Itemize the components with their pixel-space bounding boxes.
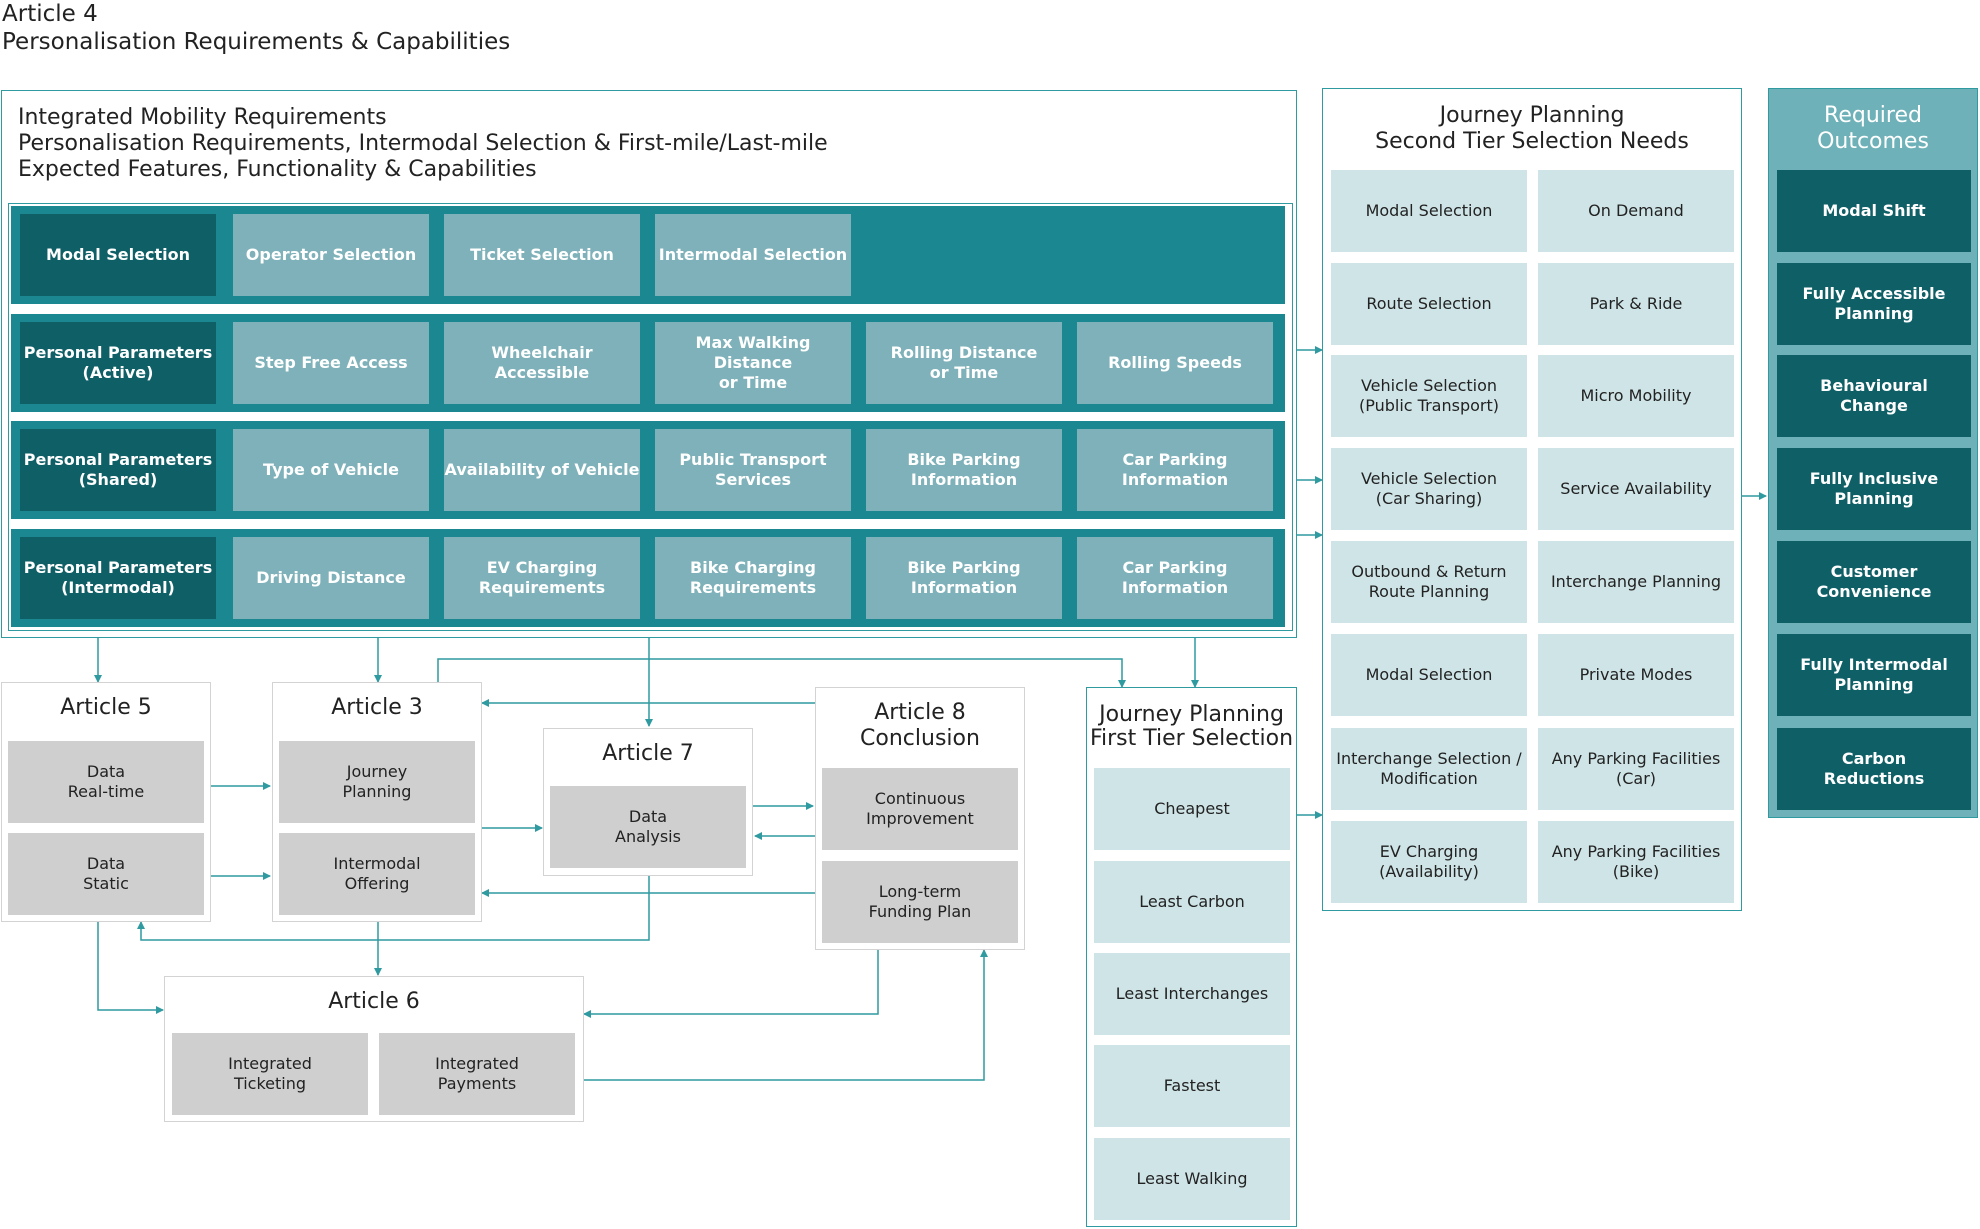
first-tier-item: Least Walking (1094, 1138, 1290, 1220)
second-tier-item: Modal Selection (1331, 170, 1527, 252)
step-free-access-box: Step Free Access (233, 322, 429, 404)
max-walking-distance-box: Max Walking Distance or Time (655, 322, 851, 404)
first-tier-heading-line1: Journey Planning (1099, 702, 1284, 727)
intermodal-offering-box: Intermodal Offering (279, 833, 475, 915)
outcome-item: Fully Intermodal Planning (1777, 634, 1971, 716)
rolling-distance-box: Rolling Distance or Time (866, 322, 1062, 404)
outcome-item: Modal Shift (1777, 170, 1971, 252)
continuous-improvement-box: Continuous Improvement (822, 768, 1018, 850)
integrated-heading-line1: Integrated Mobility Requirements (18, 105, 387, 130)
data-static-box: Data Static (8, 833, 204, 915)
article-3-title: Article 3 (331, 695, 423, 720)
first-tier-item: Fastest (1094, 1045, 1290, 1127)
second-tier-item: Park & Ride (1538, 263, 1734, 345)
ticket-selection-box: Ticket Selection (444, 214, 640, 296)
journey-planning-box: Journey Planning (279, 741, 475, 823)
availability-of-vehicle-box: Availability of Vehicle (444, 429, 640, 511)
car-parking-information-box-2: Car Parking Information (1077, 537, 1273, 619)
page-subtitle: Personalisation Requirements & Capabilit… (2, 29, 511, 55)
row-label-shared: Personal Parameters (Shared) (20, 429, 216, 511)
second-tier-item: Outbound & Return Route Planning (1331, 541, 1527, 623)
second-tier-item: Any Parking Facilities (Car) (1538, 728, 1734, 810)
intermodal-selection-box: Intermodal Selection (655, 214, 851, 296)
row-label-modal-selection: Modal Selection (20, 214, 216, 296)
outcome-item: Fully Inclusive Planning (1777, 448, 1971, 530)
first-tier-item: Cheapest (1094, 768, 1290, 850)
article-7-title: Article 7 (602, 741, 694, 766)
article-8-title: Article 8 Conclusion (860, 700, 980, 751)
car-parking-information-box: Car Parking Information (1077, 429, 1273, 511)
second-tier-item: Vehicle Selection (Public Transport) (1331, 355, 1527, 437)
integrated-ticketing-box: Integrated Ticketing (172, 1033, 368, 1115)
rolling-speeds-box: Rolling Speeds (1077, 322, 1273, 404)
outcome-item: Carbon Reductions (1777, 728, 1971, 810)
article-6-title: Article 6 (328, 989, 420, 1014)
bike-parking-information-box: Bike Parking Information (866, 429, 1062, 511)
integrated-payments-box: Integrated Payments (379, 1033, 575, 1115)
second-tier-item: Private Modes (1538, 634, 1734, 716)
ev-charging-requirements-box: EV Charging Requirements (444, 537, 640, 619)
operator-selection-box: Operator Selection (233, 214, 429, 296)
driving-distance-box: Driving Distance (233, 537, 429, 619)
data-realtime-box: Data Real-time (8, 741, 204, 823)
integrated-heading-line2: Personalisation Requirements, Intermodal… (18, 131, 828, 156)
outcome-item: Fully Accessible Planning (1777, 263, 1971, 345)
row-stripe-active (11, 314, 1285, 412)
row-stripe-shared (11, 421, 1285, 519)
row-label-intermodal: Personal Parameters (Intermodal) (20, 537, 216, 619)
first-tier-item: Least Carbon (1094, 861, 1290, 943)
bike-parking-information-box-2: Bike Parking Information (866, 537, 1062, 619)
outcomes-heading-line2: Outcomes (1817, 129, 1929, 154)
second-tier-heading-line2: Second Tier Selection Needs (1375, 129, 1689, 154)
row-label-active: Personal Parameters (Active) (20, 322, 216, 404)
second-tier-item: Route Selection (1331, 263, 1527, 345)
wheelchair-accessible-box: Wheelchair Accessible (444, 322, 640, 404)
outcomes-heading-line1: Required (1824, 103, 1922, 128)
long-term-funding-plan-box: Long-term Funding Plan (822, 861, 1018, 943)
second-tier-item: EV Charging (Availability) (1331, 821, 1527, 903)
second-tier-item: Micro Mobility (1538, 355, 1734, 437)
outcome-item: Customer Convenience (1777, 541, 1971, 623)
integrated-heading-line3: Expected Features, Functionality & Capab… (18, 157, 537, 182)
second-tier-item: Modal Selection (1331, 634, 1527, 716)
second-tier-heading-line1: Journey Planning (1439, 103, 1625, 128)
public-transport-services-box: Public Transport Services (655, 429, 851, 511)
row-stripe-modal (11, 206, 1285, 304)
requirements-grid (8, 203, 1293, 631)
data-analysis-box: Data Analysis (550, 786, 746, 868)
page-title: Article 4 (2, 1, 98, 27)
second-tier-item: On Demand (1538, 170, 1734, 252)
type-of-vehicle-box: Type of Vehicle (233, 429, 429, 511)
bike-charging-requirements-box: Bike Charging Requirements (655, 537, 851, 619)
article-5-title: Article 5 (60, 695, 152, 720)
row-stripe-intermodal (11, 529, 1285, 627)
second-tier-item: Interchange Selection / Modification (1331, 728, 1527, 810)
second-tier-item: Interchange Planning (1538, 541, 1734, 623)
second-tier-item: Vehicle Selection (Car Sharing) (1331, 448, 1527, 530)
outcome-item: Behavioural Change (1777, 355, 1971, 437)
second-tier-item: Any Parking Facilities (Bike) (1538, 821, 1734, 903)
second-tier-item: Service Availability (1538, 448, 1734, 530)
first-tier-heading-line2: First Tier Selection (1089, 726, 1294, 751)
first-tier-item: Least Interchanges (1094, 953, 1290, 1035)
